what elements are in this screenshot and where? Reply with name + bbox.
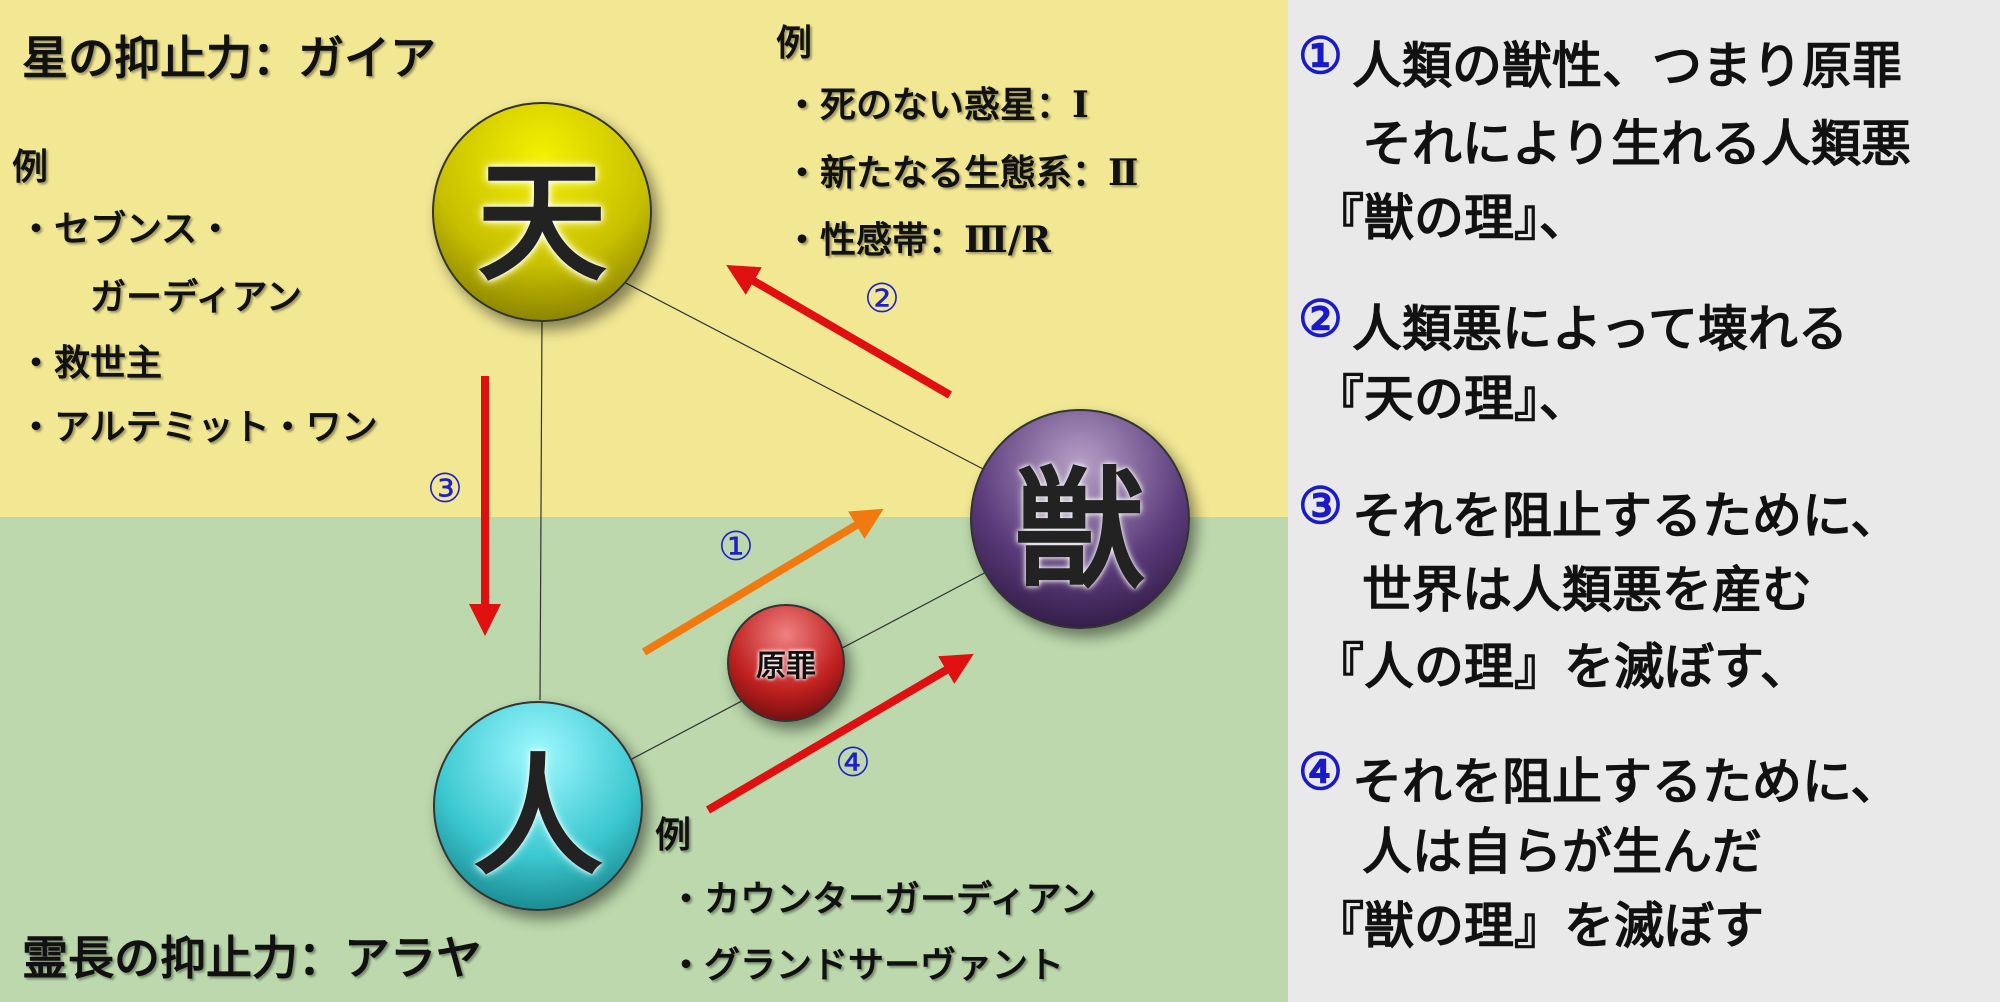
heaven-node: 天 — [432, 102, 652, 322]
gaia-example-item: ・セブンス・ — [18, 208, 234, 250]
human-label: 人 — [472, 740, 603, 893]
heaven-beast-line — [619, 279, 986, 471]
heaven-example-item: ・性感帯：Ⅲ/R — [784, 219, 1051, 261]
step-1-number: ① — [1298, 26, 1343, 85]
heaven-label: 天 — [476, 146, 607, 299]
alaya-example-label: 例 — [655, 814, 692, 856]
arrow-1-number: ① — [718, 524, 754, 570]
explanation-panel — [1288, 0, 2000, 1002]
heaven-human-line — [539, 317, 543, 701]
step-1-line: 人類の獣性、つまり原罪 — [1352, 36, 1902, 95]
arrow-2 — [726, 264, 953, 399]
step-3-line: 世界は人類悪を産む — [1362, 560, 1812, 619]
beast-label: 獣 — [1014, 453, 1145, 606]
step-1-line: それにより生れる人類悪 — [1362, 114, 1911, 173]
step-4-number: ④ — [1298, 742, 1343, 801]
heaven-example-item: ・新たなる生態系：Ⅱ — [784, 152, 1139, 194]
original-sin-label: 原罪 — [756, 649, 816, 684]
arrow-2-number: ② — [864, 276, 900, 322]
step-1-line: 『獣の理』、 — [1314, 188, 1589, 247]
gaia-example-item: ・救世主 — [18, 342, 163, 384]
arrow-3-number: ③ — [427, 466, 463, 512]
step-2-line: 『天の理』、 — [1314, 369, 1589, 428]
step-3-line: 『人の理』を滅ぼす、 — [1314, 637, 1810, 696]
step-4-line: 『獣の理』を滅ぼす — [1314, 896, 1764, 955]
arrow-4-number: ④ — [835, 740, 871, 786]
arrow-1 — [641, 508, 884, 656]
human-node: 人 — [433, 701, 643, 911]
heaven-example-item: ・死のない惑星：Ⅰ — [784, 84, 1089, 126]
step-2-line: 人類悪によって壊れる — [1352, 299, 1848, 358]
step-3-number: ③ — [1298, 476, 1343, 535]
arrow-4 — [705, 653, 974, 814]
step-4-line: 人は自らが生んだ — [1362, 822, 1762, 881]
original-sin-node: 原罪 — [727, 604, 845, 722]
gaia-example-label: 例 — [12, 146, 49, 188]
step-4-line: それを阻止するために、 — [1352, 752, 1901, 811]
step-2-number: ② — [1298, 289, 1343, 348]
alaya-example-item: ・カウンターガーディアン — [668, 878, 1097, 920]
beast-node: 獣 — [970, 409, 1190, 629]
alaya-example-item: ・グランドサーヴァント — [668, 944, 1065, 986]
step-3-line: それを阻止するために、 — [1352, 486, 1901, 545]
gaia-example-item: ・アルテミット・ワン — [18, 406, 378, 448]
heaven-example-label: 例 — [776, 22, 813, 64]
alaya-title: 霊長の抑止力：アラヤ — [22, 931, 482, 985]
gaia-title: 星の抑止力：ガイア — [22, 31, 436, 85]
gaia-example-item: ガーディアン — [90, 276, 303, 318]
